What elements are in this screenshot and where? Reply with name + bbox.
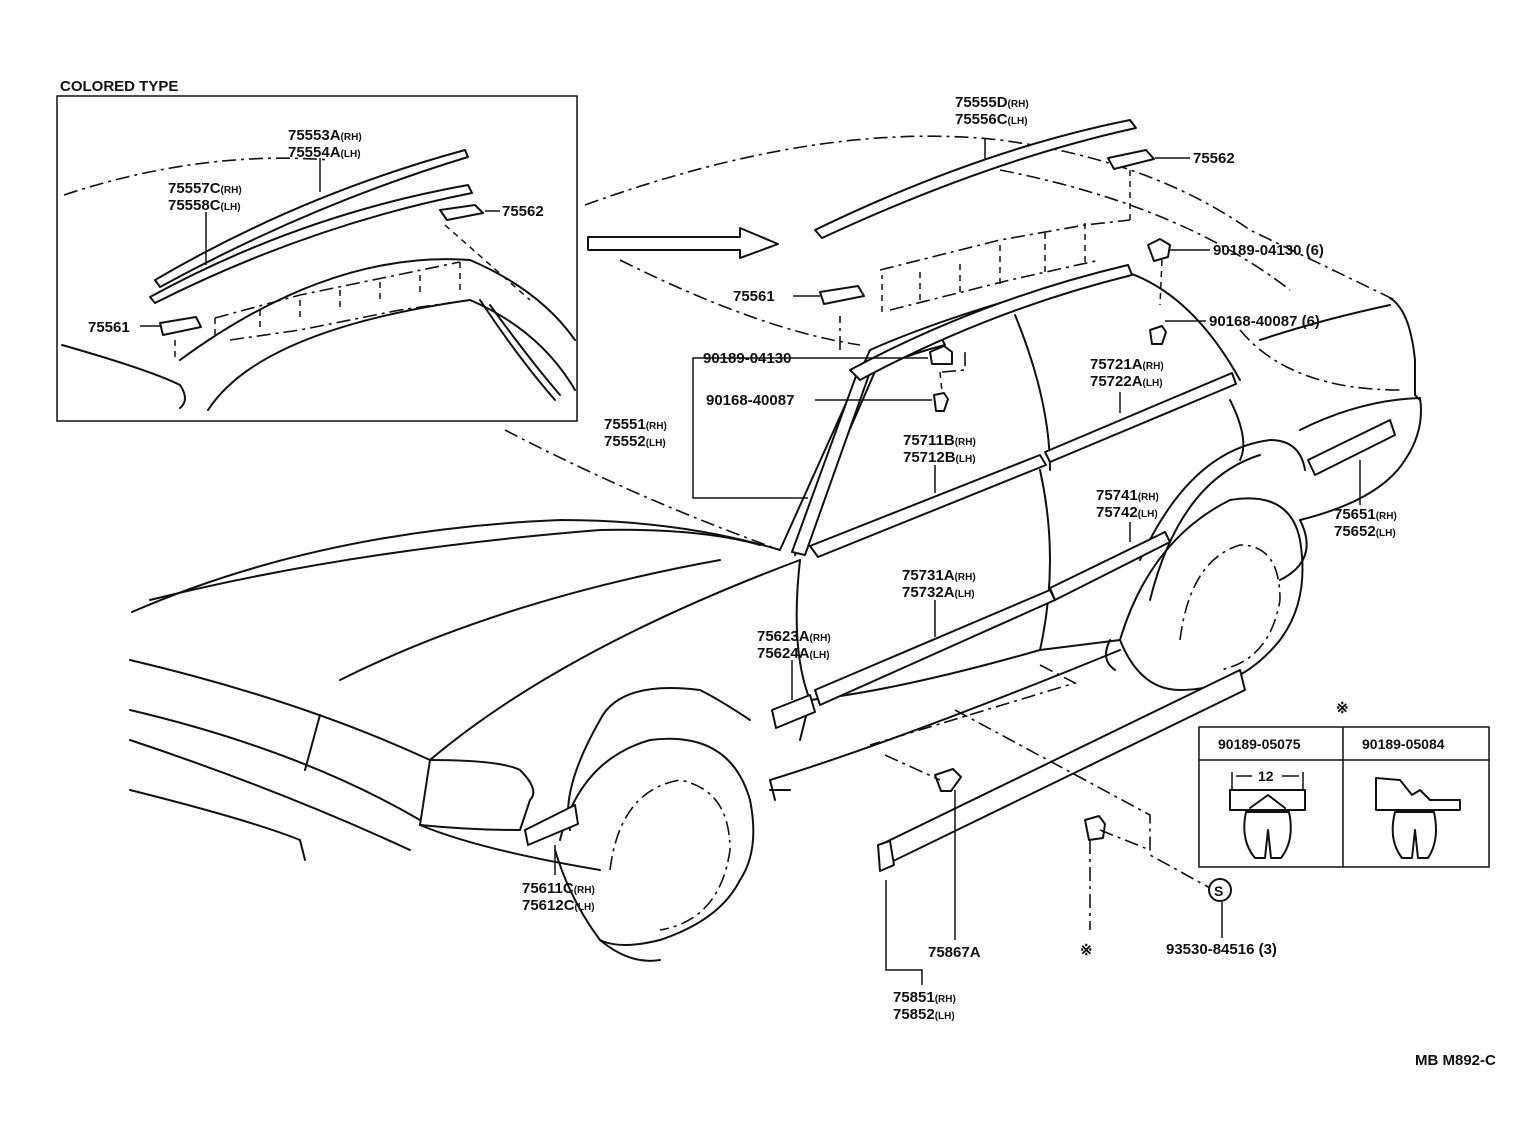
callout-labels: 75553A(RH) 75554A(LH) 75557C(RH) 75558C(… bbox=[88, 94, 1397, 1023]
callout-75852: 75852(LH) bbox=[893, 1006, 955, 1023]
callout-75551: 75551(RH) bbox=[604, 416, 667, 433]
callout-75561-inset: 75561 bbox=[88, 319, 130, 336]
callout-75711B: 75711B(RH) bbox=[903, 432, 976, 449]
clip-dimension: 12 bbox=[1258, 768, 1274, 784]
callout-90189-04130-6: 90189-04130 (6) bbox=[1213, 242, 1324, 259]
callout-75612C: 75612C(LH) bbox=[522, 897, 595, 914]
clip-05084-head-icon bbox=[1375, 777, 1461, 811]
clip-90189-04130-icon bbox=[929, 345, 953, 365]
callout-75552: 75552(LH) bbox=[604, 433, 666, 450]
s-mark: S bbox=[1214, 883, 1223, 899]
clip-05075-head-icon bbox=[1229, 789, 1306, 811]
clip-05084-legs-icon bbox=[1391, 811, 1437, 859]
callout-75624A: 75624A(LH) bbox=[757, 645, 830, 662]
callout-75611C: 75611C(RH) bbox=[522, 880, 595, 897]
fender-molding bbox=[771, 694, 816, 729]
callout-75712B: 75712B(LH) bbox=[903, 449, 976, 466]
clip-table-col1: 90189-05075 bbox=[1218, 736, 1301, 752]
callout-75555D: 75555D(RH) bbox=[955, 94, 1029, 111]
clip-05075-legs-icon bbox=[1243, 811, 1292, 859]
car-body bbox=[129, 135, 1422, 962]
callout-75851: 75851(RH) bbox=[893, 989, 956, 1006]
callout-75731A: 75731A(RH) bbox=[902, 567, 976, 584]
inset-title: COLORED TYPE bbox=[60, 78, 178, 95]
callout-93530-84516: 93530-84516 (3) bbox=[1166, 941, 1277, 958]
rocker-clip-icon bbox=[934, 768, 962, 792]
callout-75556C: 75556C(LH) bbox=[955, 111, 1028, 128]
clip-table-frame bbox=[1198, 726, 1490, 868]
callout-75721A: 75721A(RH) bbox=[1090, 356, 1164, 373]
clip-table-col2: 90189-05084 bbox=[1362, 736, 1445, 752]
callout-90168-40087: 90168-40087 bbox=[706, 392, 794, 409]
callout-75557C: 75557C(RH) bbox=[168, 180, 242, 197]
rocker-end-cap bbox=[877, 840, 895, 872]
clip-table-mark: ※ bbox=[1336, 700, 1349, 717]
inset-clip-75562-icon bbox=[439, 204, 484, 221]
arrow-icon bbox=[587, 227, 779, 259]
clip-table: ※ 90189-05075 90189-05084 12 bbox=[1198, 700, 1490, 868]
callout-75651: 75651(RH) bbox=[1334, 506, 1397, 523]
screw-90168-40087-6-icon bbox=[1149, 325, 1167, 345]
clip-75561-icon bbox=[819, 285, 865, 305]
inset-colored-type: COLORED TYPE bbox=[56, 78, 578, 422]
callout-75561: 75561 bbox=[733, 288, 775, 305]
inset-clip-75561-icon bbox=[159, 316, 202, 336]
inset-roof-base bbox=[149, 184, 473, 304]
guide-lines bbox=[839, 170, 1211, 930]
figure-code: MB M892-C bbox=[1415, 1052, 1496, 1069]
quarter-molding bbox=[1307, 419, 1396, 476]
callout-75562: 75562 bbox=[1193, 150, 1235, 167]
roof-side-molding bbox=[849, 264, 1133, 381]
callout-75732A: 75732A(LH) bbox=[902, 584, 975, 601]
callout-90189-04130: 90189-04130 bbox=[703, 350, 791, 367]
callout-75558C: 75558C(LH) bbox=[168, 197, 241, 214]
callout-90168-40087-6: 90168-40087 (6) bbox=[1209, 313, 1320, 330]
asterisk-mark: ※ bbox=[1080, 942, 1093, 959]
callout-75722A: 75722A(LH) bbox=[1090, 373, 1163, 390]
callout-75623A: 75623A(RH) bbox=[757, 628, 831, 645]
front-fender-molding bbox=[524, 804, 579, 846]
callout-75741: 75741(RH) bbox=[1096, 487, 1159, 504]
screw-90168-40087-icon bbox=[933, 392, 949, 412]
leader-lines bbox=[554, 138, 1361, 985]
front-door-molding bbox=[814, 589, 1056, 706]
roof-drip-molding bbox=[814, 119, 1137, 239]
nut-icon bbox=[1084, 815, 1106, 841]
callout-75562-inset: 75562 bbox=[502, 203, 544, 220]
front-belt-molding bbox=[809, 454, 1047, 558]
callout-75867A: 75867A bbox=[928, 944, 981, 961]
inset-frame bbox=[56, 95, 578, 422]
s-mark-icon bbox=[1208, 878, 1232, 902]
callout-75742: 75742(LH) bbox=[1096, 504, 1158, 521]
clip-90189-04130-6-icon bbox=[1147, 238, 1171, 262]
callout-75553A: 75553A(RH) bbox=[288, 127, 362, 144]
callout-75652: 75652(LH) bbox=[1334, 523, 1396, 540]
callout-75554A: 75554A(LH) bbox=[288, 144, 361, 161]
inset-roof-molding bbox=[154, 149, 469, 288]
rear-belt-molding bbox=[1044, 372, 1237, 463]
clip-75562-icon bbox=[1107, 149, 1155, 170]
